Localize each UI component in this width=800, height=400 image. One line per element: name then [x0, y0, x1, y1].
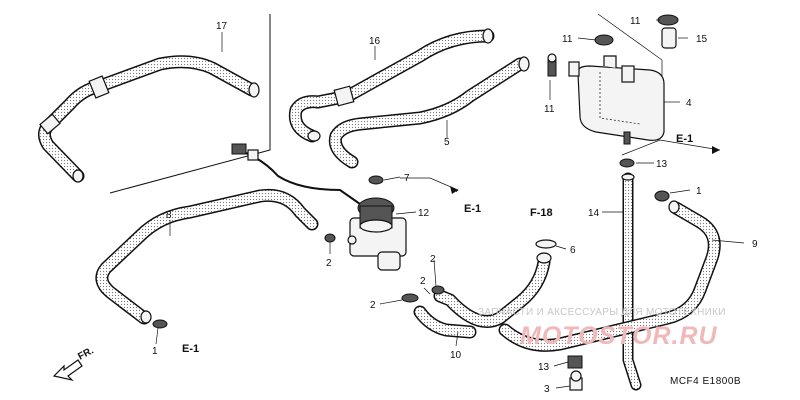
ref-e1-mid[interactable]: E-1: [464, 203, 481, 215]
callout-17: 17: [216, 21, 228, 32]
callout-2b: 2: [430, 254, 436, 265]
ref-e1-bottom[interactable]: E-1: [182, 343, 199, 355]
frame-lines: [109, 13, 663, 194]
callout-2c: 2: [370, 300, 376, 311]
hose-9: [498, 200, 721, 352]
callout-11b: 11: [562, 34, 573, 45]
hose-17: [38, 55, 260, 183]
watermark-logo: MOTOSTOR.RU: [520, 322, 718, 350]
hose-5: [328, 56, 530, 169]
callout-5: 5: [444, 137, 450, 148]
ref-e1-top[interactable]: E-1: [676, 133, 693, 145]
reference-labels: E-1 E-1 F-18 E-1: [182, 133, 693, 355]
callout-3: 3: [544, 384, 550, 395]
callout-16: 16: [369, 36, 381, 47]
front-arrow-icon: [52, 359, 83, 382]
callout-4: 4: [686, 98, 692, 109]
ref-f18[interactable]: F-18: [530, 207, 553, 219]
callout-13a: 13: [656, 159, 668, 170]
callout-2d: 2: [420, 276, 426, 287]
callout-14: 14: [588, 208, 600, 219]
callout-6: 6: [570, 245, 576, 256]
callout-9: 9: [752, 239, 758, 250]
callout-11c: 11: [544, 104, 555, 115]
watermark: ЗАПЧАСТИ И АКСЕССУАРЫ ДЛЯ МОТОТЕХНИКИ MO…: [478, 307, 726, 350]
leader-lines: [155, 19, 745, 389]
callout-1b: 1: [152, 346, 158, 357]
callout-12: 12: [418, 208, 430, 219]
front-direction-marker: FR.: [52, 345, 96, 382]
callout-10: 10: [450, 350, 462, 361]
callout-1a: 1: [696, 186, 702, 197]
callout-13b: 13: [538, 362, 550, 373]
callout-labels: 17 16 5 11 11 11 15 4 13 1 9 14 6 7 12 8…: [152, 16, 758, 395]
watermark-tagline: ЗАПЧАСТИ И АКСЕССУАРЫ ДЛЯ МОТОТЕХНИКИ: [478, 307, 726, 318]
callout-11a: 11: [630, 16, 641, 27]
hose-8: [95, 188, 319, 325]
hose-14: [619, 158, 642, 391]
diagram-code: MCF4 E1800B: [670, 376, 741, 387]
fr-label: FR.: [76, 345, 96, 362]
callout-7: 7: [404, 173, 410, 184]
clamps: [152, 175, 670, 391]
callout-2a: 2: [326, 258, 332, 269]
callout-8: 8: [166, 210, 172, 221]
clip-parts-top: [547, 14, 679, 77]
hose-16: [288, 28, 495, 143]
hose-10: [413, 252, 552, 339]
reservoir-4: [568, 55, 665, 145]
callout-15: 15: [696, 34, 708, 45]
valve-12: [231, 143, 407, 271]
